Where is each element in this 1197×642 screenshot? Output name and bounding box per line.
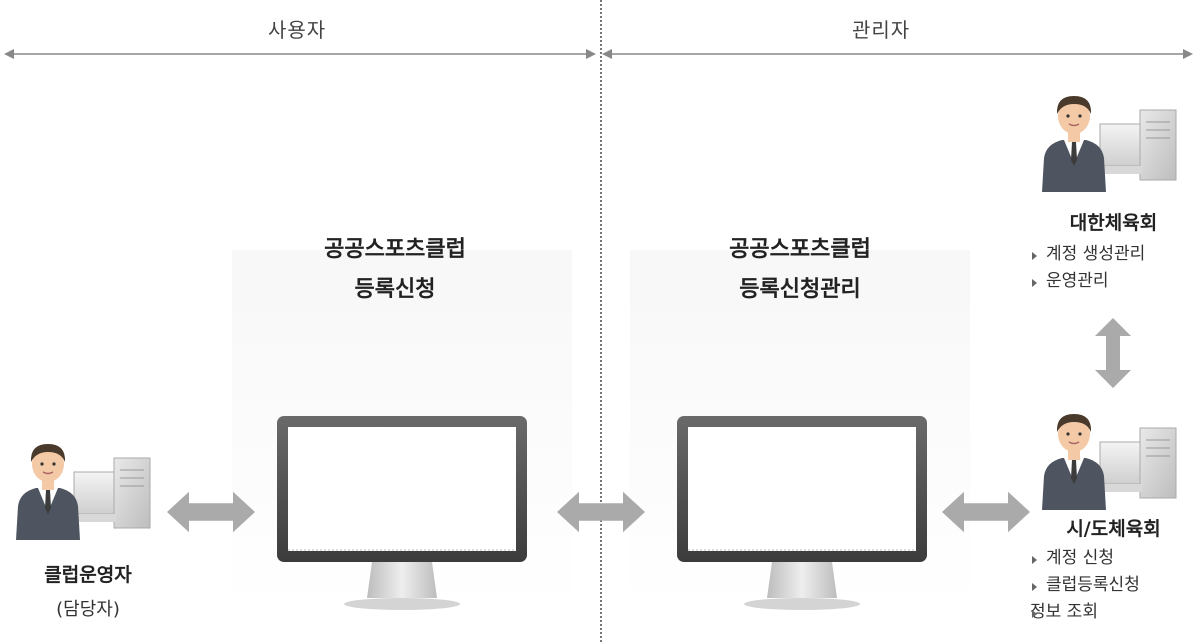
- admin-system-title-line2: 등록신청관리: [739, 277, 861, 302]
- double-arrow-icon: [940, 490, 1032, 534]
- list-item: 계정 생성관리: [1030, 241, 1197, 268]
- ksoc: 대한체육회 계정 생성관리 운영관리: [1030, 208, 1197, 295]
- list-item: 클럽등록신청: [1030, 572, 1197, 599]
- user-section-label: 사용자: [268, 18, 327, 42]
- user-system-title: 공공스포츠클럽 등록신청: [270, 230, 520, 310]
- club-operator: 클럽운영자 (담당자): [18, 560, 158, 621]
- user-monitor-icon: [277, 416, 527, 616]
- city-council-name: 시/도체육회: [1066, 518, 1161, 540]
- city-council-task-list: 계정 신청 클럽등록신청 정보 조회: [1030, 545, 1197, 626]
- section-divider: [600, 0, 602, 642]
- list-item: 운영관리: [1030, 268, 1197, 295]
- ksoc-person-computer-icon: [1040, 92, 1180, 192]
- ksoc-name: 대한체육회: [1069, 212, 1158, 234]
- user-system-title-line2: 등록신청: [354, 277, 436, 302]
- user-system-title-line1: 공공스포츠클럽: [324, 237, 466, 262]
- club-operator-name: 클럽운영자: [44, 564, 132, 586]
- vertical-double-arrow-icon: [1095, 318, 1131, 388]
- club-operator-sub: (담당자): [56, 599, 120, 620]
- double-arrow-icon: [165, 490, 257, 534]
- admin-system-title: 공공스포츠클럽 등록신청관리: [675, 230, 925, 310]
- admin-system-title-line1: 공공스포츠클럽: [729, 237, 871, 262]
- club-operator-person-computer-icon: [14, 440, 154, 540]
- list-item: 정보 조회: [1030, 599, 1197, 626]
- list-item: 계정 신청: [1030, 545, 1197, 572]
- section-span-arrows: [4, 49, 1193, 59]
- ksoc-task-list: 계정 생성관리 운영관리: [1030, 241, 1197, 295]
- city-council: 시/도체육회 계정 신청 클럽등록신청 정보 조회: [1030, 514, 1197, 626]
- admin-monitor-icon: [677, 416, 927, 616]
- double-arrow-icon: [555, 490, 647, 534]
- admin-section-label: 관리자: [852, 18, 911, 42]
- city-council-person-computer-icon: [1040, 410, 1180, 510]
